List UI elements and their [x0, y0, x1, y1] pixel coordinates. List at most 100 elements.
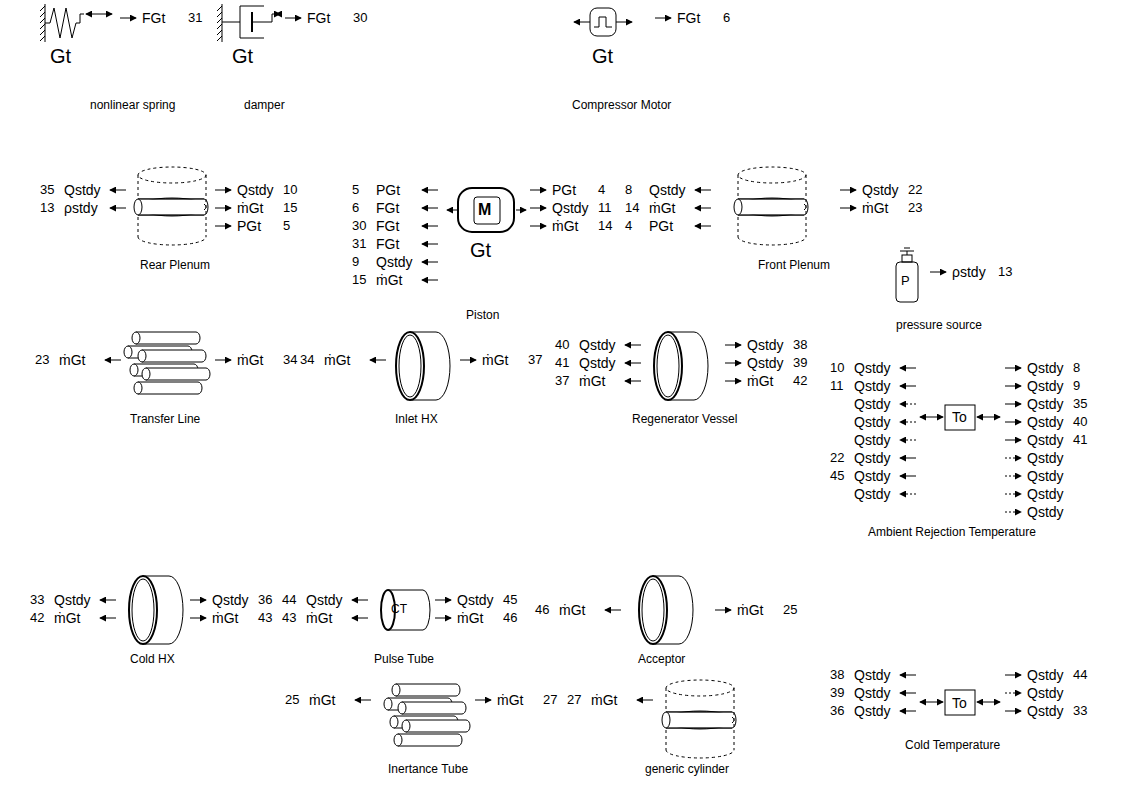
callout-number: 25	[285, 691, 299, 709]
callout-number: 41	[1073, 431, 1087, 449]
line-art	[920, 702, 943, 703]
line-art	[86, 14, 112, 15]
line-art	[594, 17, 612, 27]
component-node: CTPulse Tube	[370, 585, 445, 670]
callout-number: 46	[535, 601, 549, 619]
callout-number: 42	[793, 372, 807, 390]
port-variable: Qstdy	[237, 181, 274, 199]
callout-number: 23	[908, 199, 922, 217]
symbol-label: M	[478, 200, 491, 220]
port-arrow	[435, 618, 451, 619]
port-arrow	[215, 190, 231, 191]
line-art	[945, 690, 975, 715]
port-variable: PGt	[649, 217, 673, 235]
line-art	[977, 417, 1000, 418]
port-arrow	[900, 386, 916, 387]
port-variable: ṁGt	[482, 351, 508, 369]
port-variable: Qstdy	[747, 336, 784, 354]
port-arrow	[695, 226, 711, 227]
symbol-label: Gt	[232, 44, 253, 69]
line-art	[217, 6, 222, 41]
component-title: damper	[244, 98, 285, 113]
callout-number: 13	[998, 263, 1012, 281]
port-variable: ṁGt	[552, 217, 578, 235]
component-title: Pulse Tube	[374, 652, 434, 667]
port-arrow	[370, 360, 386, 361]
port-variable: PGt	[237, 217, 261, 235]
port-arrow	[100, 618, 116, 619]
callout-number: 40	[1073, 413, 1087, 431]
component-node: Gtnonlinear spring	[40, 2, 210, 117]
port-arrow	[900, 675, 916, 676]
port-arrow	[422, 262, 438, 263]
line-art	[124, 332, 210, 394]
port-arrow	[900, 404, 916, 405]
port-variable: ṁGt	[747, 372, 773, 390]
callout-number: 42	[30, 609, 44, 627]
component-title: Cold Temperature	[905, 738, 1000, 753]
port-arrow	[930, 272, 946, 273]
callout-number: 45	[503, 591, 517, 609]
port-variable: ṁGt	[457, 609, 483, 627]
callout-number: 6	[723, 9, 730, 27]
callout-number: 9	[352, 253, 359, 271]
port-arrow	[605, 610, 621, 611]
callout-number: 22	[830, 449, 844, 467]
damper-symbol	[217, 4, 280, 42]
callout-number: 41	[555, 354, 569, 372]
callout-number: 10	[283, 181, 297, 199]
port-variable: Qstdy	[854, 431, 891, 449]
callout-number: 22	[908, 181, 922, 199]
port-variable: Qstdy	[854, 702, 891, 720]
port-arrow	[422, 208, 438, 209]
tube-bundle-symbol	[124, 332, 210, 394]
port-arrow	[1005, 440, 1021, 441]
port-arrow	[900, 711, 916, 712]
port-arrow	[900, 476, 916, 477]
port-variable: ṁGt	[737, 601, 763, 619]
port-variable: Qstdy	[306, 591, 343, 609]
port-variable: Qstdy	[747, 354, 784, 372]
pulse-tube-symbol	[381, 590, 430, 630]
callout-number: 4	[598, 181, 605, 199]
port-variable: Qstdy	[64, 181, 101, 199]
port-variable: Qstdy	[1027, 684, 1064, 702]
component-title: nonlinear spring	[90, 98, 175, 113]
line-art	[222, 22, 240, 23]
callout-number: 9	[1073, 377, 1080, 395]
port-variable: Qstdy	[1027, 377, 1064, 395]
temperature-box	[920, 405, 1000, 430]
line-art	[252, 14, 274, 22]
symbol-label: Gt	[592, 44, 613, 69]
port-arrow	[100, 600, 116, 601]
port-variable: Qstdy	[854, 485, 891, 503]
line-art	[945, 405, 975, 430]
spring-symbol	[40, 4, 112, 42]
port-variable: Qstdy	[1027, 449, 1064, 467]
port-variable: Qstdy	[1027, 395, 1064, 413]
line-art	[45, 8, 84, 38]
callout-number: 34	[283, 351, 297, 369]
port-variable: Qstdy	[862, 181, 899, 199]
port-arrow	[655, 18, 671, 19]
callout-number: 33	[1073, 702, 1087, 720]
port-variable: ṁGt	[54, 609, 80, 627]
port-arrow	[715, 610, 731, 611]
port-variable: ρstdy	[64, 199, 98, 217]
callout-number: 36	[830, 702, 844, 720]
symbol-label: Gt	[470, 238, 491, 263]
line-art	[902, 255, 912, 262]
component-title: Compressor Motor	[572, 98, 671, 113]
port-arrow	[215, 360, 231, 361]
port-arrow	[1005, 368, 1021, 369]
port-arrow	[1005, 693, 1021, 694]
port-arrow	[1005, 512, 1021, 513]
callout-number: 23	[35, 351, 49, 369]
port-variable: Qstdy	[1027, 359, 1064, 377]
port-arrow	[422, 244, 438, 245]
callout-number: 31	[188, 9, 202, 27]
callout-number: 25	[783, 601, 797, 619]
port-variable: Qstdy	[1027, 431, 1064, 449]
symbol-label: To	[952, 695, 967, 713]
callout-number: 38	[793, 336, 807, 354]
